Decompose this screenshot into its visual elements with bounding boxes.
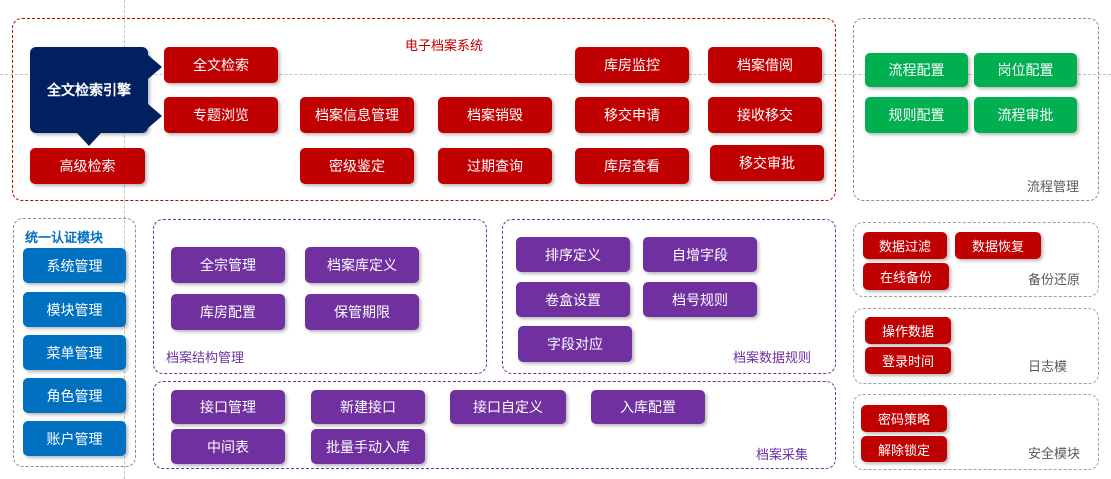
arrow-right-icon: [148, 104, 162, 128]
batch-manual-import-button[interactable]: 批量手动入库: [311, 429, 425, 464]
arrow-right-icon: [148, 55, 162, 79]
field-mapping-button[interactable]: 字段对应: [518, 326, 632, 362]
unified-auth-title: 统一认证模块: [25, 231, 104, 246]
security-classification-button[interactable]: 密级鉴定: [300, 148, 414, 184]
workflow-approval-button[interactable]: 流程审批: [974, 97, 1077, 133]
security-module-panel: [853, 394, 1099, 470]
data-filter-button[interactable]: 数据过滤: [863, 232, 947, 259]
password-policy-button[interactable]: 密码策略: [861, 405, 947, 432]
storage-config-button[interactable]: 入库配置: [591, 390, 705, 424]
unlock-button[interactable]: 解除锁定: [861, 436, 947, 462]
intermediate-table-button[interactable]: 中间表: [171, 429, 285, 464]
new-interface-button[interactable]: 新建接口: [311, 390, 425, 424]
archive-info-management-button[interactable]: 档案信息管理: [300, 97, 414, 133]
fulltext-engine-box[interactable]: 全文检索引擎: [30, 47, 148, 133]
workflow-title: 流程管理: [1027, 180, 1080, 195]
online-backup-button[interactable]: 在线备份: [863, 263, 949, 290]
guide-line-vertical: [124, 0, 125, 479]
archive-number-rule-button[interactable]: 档号规则: [643, 282, 757, 317]
fulltext-search-button[interactable]: 全文检索: [164, 47, 278, 83]
workflow-panel: [853, 18, 1099, 201]
backup-restore-title: 备份还原: [1028, 273, 1081, 288]
retention-period-button[interactable]: 保管期限: [305, 294, 419, 330]
archive-library-definition-button[interactable]: 档案库定义: [305, 247, 419, 283]
electronic-archive-system-panel: [12, 18, 836, 201]
archive-data-rules-panel: [502, 219, 836, 374]
menu-management-button[interactable]: 菜单管理: [23, 335, 126, 370]
archive-collection-title: 档案采集: [756, 448, 809, 463]
log-module-title: 日志模: [1028, 360, 1068, 375]
module-management-button[interactable]: 模块管理: [23, 292, 126, 327]
archive-data-rules-title: 档案数据规则: [733, 351, 812, 366]
warehouse-config-button[interactable]: 库房配置: [171, 294, 285, 330]
archive-borrow-button[interactable]: 档案借阅: [708, 47, 822, 83]
data-restore-button[interactable]: 数据恢复: [955, 232, 1041, 259]
unified-auth-panel: [13, 218, 136, 467]
topic-browse-button[interactable]: 专题浏览: [164, 97, 278, 133]
arrow-down-icon: [77, 133, 101, 146]
workflow-config-button[interactable]: 流程配置: [865, 53, 968, 87]
sort-definition-button[interactable]: 排序定义: [516, 237, 630, 272]
warehouse-monitor-button[interactable]: 库房监控: [575, 47, 689, 83]
system-management-button[interactable]: 系统管理: [23, 248, 126, 283]
role-management-button[interactable]: 角色管理: [23, 378, 126, 413]
login-time-button[interactable]: 登录时间: [865, 347, 951, 374]
advanced-search-button[interactable]: 高级检索: [30, 148, 145, 184]
interface-management-button[interactable]: 接口管理: [171, 390, 285, 424]
backup-restore-panel: [853, 222, 1099, 297]
security-module-title: 安全模块: [1028, 447, 1081, 462]
electronic-archive-system-title: 电子档案系统: [405, 39, 484, 54]
log-module-panel: [853, 308, 1099, 384]
post-config-button[interactable]: 岗位配置: [974, 53, 1077, 87]
auto-increment-field-button[interactable]: 自增字段: [643, 237, 757, 272]
account-management-button[interactable]: 账户管理: [23, 421, 126, 456]
operation-data-button[interactable]: 操作数据: [865, 317, 951, 344]
archive-structure-title: 档案结构管理: [166, 351, 245, 366]
transfer-approval-button[interactable]: 移交审批: [710, 145, 824, 181]
warehouse-view-button[interactable]: 库房查看: [575, 148, 689, 184]
archive-destroy-button[interactable]: 档案销毁: [438, 97, 552, 133]
volume-box-settings-button[interactable]: 卷盒设置: [516, 282, 630, 317]
transfer-request-button[interactable]: 移交申请: [575, 97, 689, 133]
rule-config-button[interactable]: 规则配置: [865, 97, 968, 133]
receive-transfer-button[interactable]: 接收移交: [708, 97, 822, 133]
fonds-management-button[interactable]: 全宗管理: [171, 247, 285, 283]
archive-collection-panel: [153, 381, 836, 469]
expired-query-button[interactable]: 过期查询: [438, 148, 552, 184]
custom-interface-button[interactable]: 接口自定义: [450, 390, 566, 424]
guide-line-horizontal: [0, 74, 1111, 75]
archive-structure-panel: [153, 219, 487, 374]
